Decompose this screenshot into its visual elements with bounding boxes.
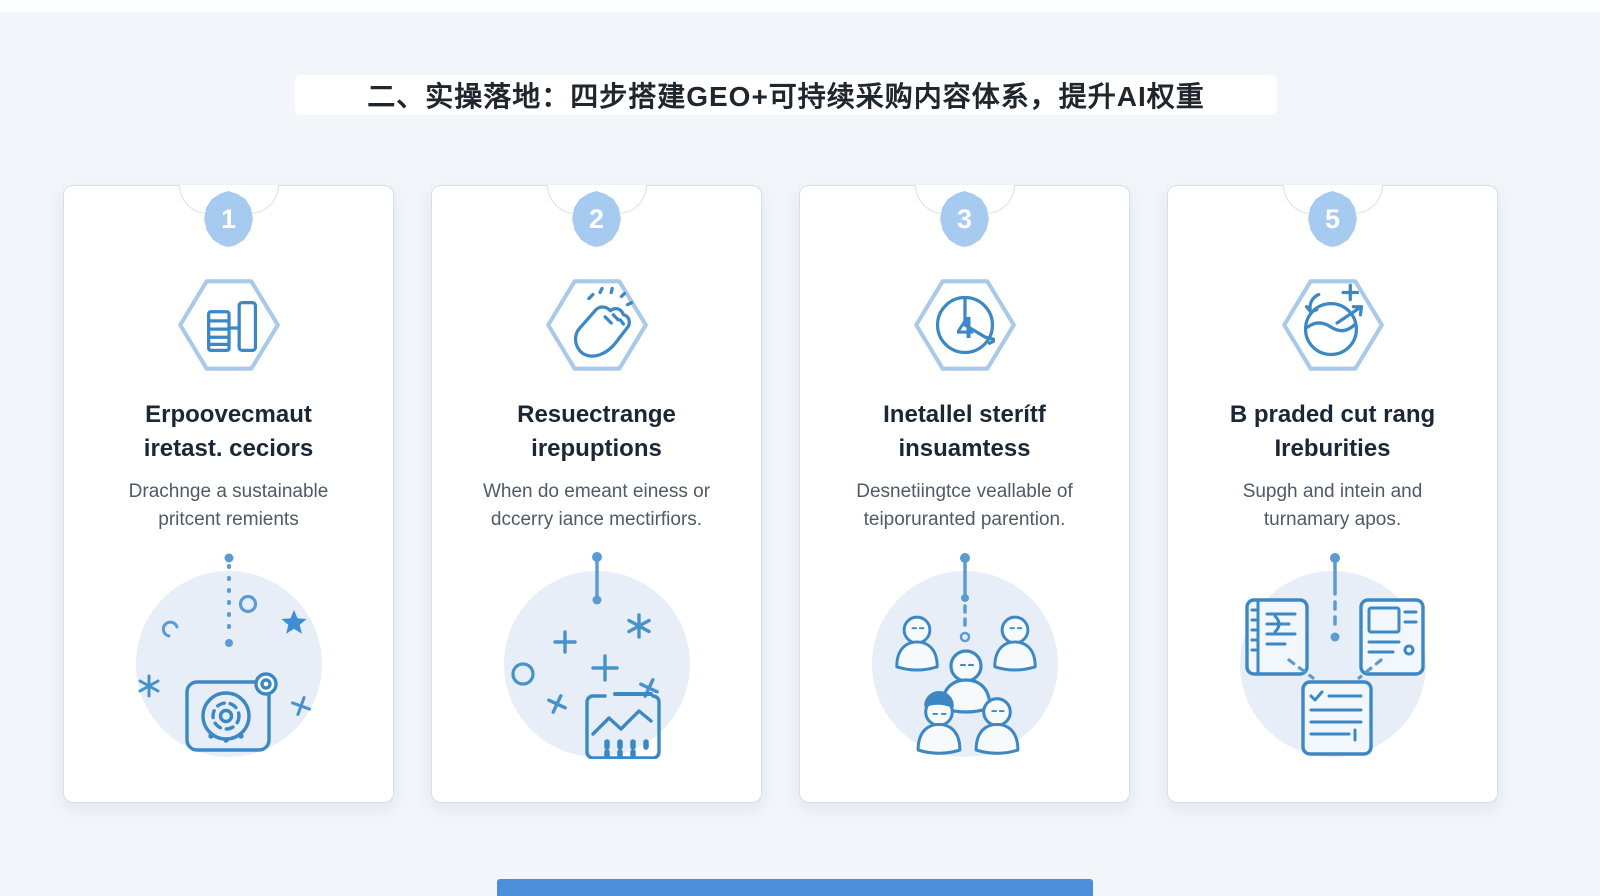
top-strip [0, 0, 1600, 12]
people-group-illustration [855, 544, 1075, 759]
globe-growth-hexagon-icon [1272, 264, 1394, 386]
chart-plus-sparkles-illustration [487, 544, 707, 760]
card-desc-line2: teiporuranted parention. [863, 509, 1066, 530]
step-number-badge: 3 [940, 191, 989, 247]
title-band: 二、实操落地：四步搭建GEO+可持续采购内容体系，提升AI权重 [295, 75, 1277, 115]
card-desc-line2: pritcent remients [158, 509, 299, 530]
card-description: Drachnge a sustainable pritcent remients [129, 478, 329, 534]
step-card-1: 1 Erpoovecmaut iretast. ceciors [63, 184, 394, 803]
card-title-line2: irepuptions [531, 435, 662, 462]
step-card-2: 2 Resuectrange irepuptions When do emean… [431, 184, 762, 803]
card-description: Desnetiingtce veallable of teiporuranted… [856, 478, 1073, 534]
step-card-3: 3 4 Inetallel sterítf insuamtess [799, 184, 1130, 803]
hand-gesture-hexagon-icon [536, 264, 658, 386]
step-number-badge: 1 [204, 191, 253, 247]
bar-chart-hexagon-icon [168, 264, 290, 386]
card-title: Erpoovecmaut iretast. ceciors [144, 398, 313, 466]
step-number: 1 [220, 203, 237, 234]
card-title-line1: Resuectrange [517, 401, 676, 428]
steps-row: 1 Erpoovecmaut iretast. ceciors [63, 184, 1537, 803]
card-title-line2: iretast. ceciors [143, 435, 314, 462]
step-number: 5 [1324, 203, 1341, 234]
step-card-4: 5 B praded cut rang Ireburities [1167, 184, 1498, 803]
card-desc-line2: dccerry iance mectirfiors. [490, 509, 703, 530]
step-number: 3 [956, 203, 973, 234]
card-title: B praded cut rang Ireburities [1230, 398, 1435, 466]
card-title-line1: B praded cut rang [1229, 401, 1436, 428]
card-description: When do emeant einess or dccerry iance m… [483, 478, 710, 534]
documents-flow-illustration [1223, 544, 1443, 759]
clock-digit: 4 [956, 311, 973, 345]
step-number-badge: 5 [1308, 191, 1357, 247]
star-icon [280, 610, 307, 634]
card-desc-line1: When do emeant einess or [482, 481, 711, 502]
card-title: Resuectrange irepuptions [517, 398, 676, 466]
card-desc-line1: Drachnge a sustainable [128, 481, 329, 502]
card-desc-line1: Desnetiingtce veallable of [856, 481, 1073, 502]
card-title: Inetallel sterítf insuamtess [883, 398, 1046, 466]
step-number: 2 [588, 203, 605, 234]
camera-star-sparkles-illustration [119, 544, 339, 759]
card-desc-line1: Supgh and intein and [1242, 481, 1423, 502]
card-title-line2: Ireburities [1274, 435, 1391, 462]
page-title: 二、实操落地：四步搭建GEO+可持续采购内容体系，提升AI权重 [367, 81, 1205, 112]
step-number-badge: 2 [572, 191, 621, 247]
card-title-line2: insuamtess [898, 435, 1031, 462]
card-title-line1: Erpoovecmaut [145, 401, 312, 428]
footer-bar [497, 879, 1093, 896]
card-description: Supgh and intein and turnamary apos. [1243, 478, 1423, 534]
card-desc-line2: turnamary apos. [1263, 509, 1402, 530]
card-title-line1: Inetallel sterítf [883, 401, 1046, 428]
clock-hexagon-icon: 4 [904, 264, 1026, 386]
